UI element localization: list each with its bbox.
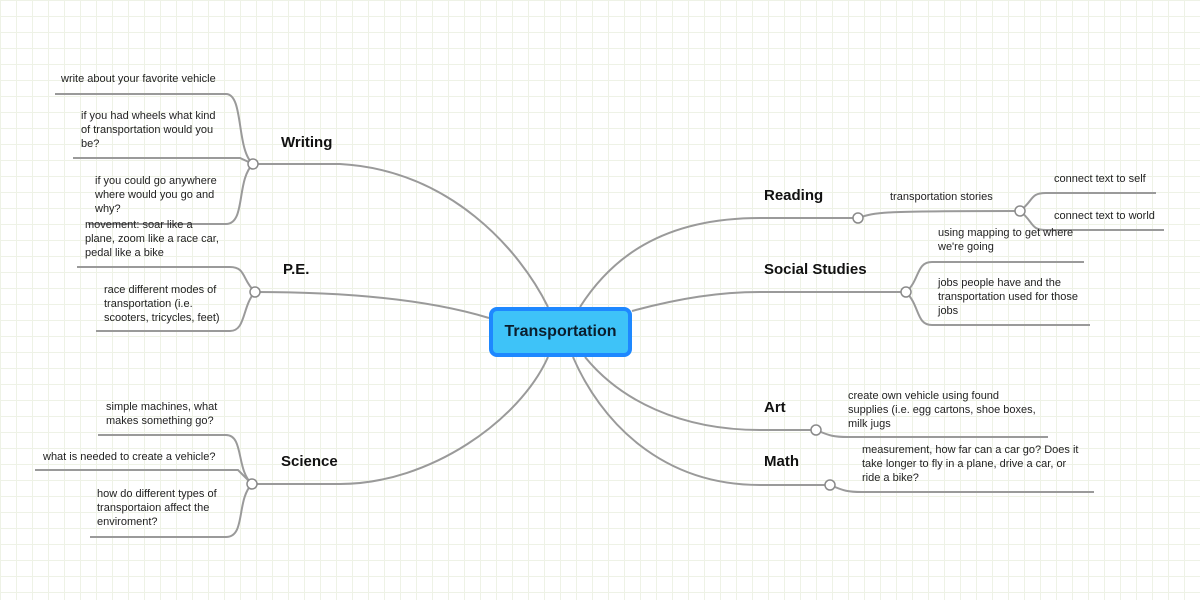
leaf-pe-2[interactable]: race different modes of transportation (… [104, 284, 220, 324]
leaf-pe-1[interactable]: movement: soar like a plane, zoom like a… [85, 219, 222, 259]
branch-label-art[interactable]: Art [764, 399, 786, 416]
leaf-math-1[interactable]: measurement, how far can a car go? Does … [862, 444, 1082, 484]
edge-science-leaf-3 [90, 483, 253, 538]
central-topic-label: Transportation [504, 323, 617, 340]
leaf-writing-2[interactable]: if you had wheels what kind of transport… [81, 110, 219, 150]
edge-art [584, 356, 816, 431]
edge-science-leaf-2 [35, 469, 253, 485]
edge-writing-leaf-1 [55, 93, 254, 165]
branch-label-writing[interactable]: Writing [281, 134, 332, 151]
leaf-labels: write about your favorite vehicle if you… [42, 73, 1155, 528]
edge-pe-leaf-2 [96, 291, 256, 332]
edge-writing [253, 163, 549, 308]
edge-reading-sub [857, 210, 1021, 219]
edge-writing-leaf-2 [73, 157, 254, 165]
leaf-social-2[interactable]: jobs people have and the transportation … [937, 277, 1081, 317]
branch-label-science[interactable]: Science [281, 453, 338, 470]
leaf-science-3[interactable]: how do different types of transportaion … [97, 488, 220, 528]
branch-label-reading[interactable]: Reading [764, 187, 823, 204]
branch-label-math[interactable]: Math [764, 453, 799, 470]
edge-reading [579, 217, 858, 308]
branch-label-pe[interactable]: P.E. [283, 261, 309, 278]
leaf-writing-3[interactable]: if you could go anywhere where would you… [94, 175, 220, 215]
leaf-art-1[interactable]: create own vehicle using found supplies … [848, 390, 1039, 430]
central-topic-node[interactable]: Transportation [489, 307, 632, 357]
edge-social-leaf-2 [905, 291, 1090, 326]
leaf-reading-sub[interactable]: transportation stories [890, 191, 993, 203]
knob-reading[interactable] [852, 212, 864, 224]
knob-math[interactable] [824, 479, 836, 491]
knob-social-studies[interactable] [900, 286, 912, 298]
edge-science [252, 356, 549, 485]
edge-math-leaf-1 [829, 484, 1094, 493]
branch-edges [252, 163, 906, 486]
edge-math [572, 356, 830, 486]
leaf-social-1[interactable]: using mapping to get where we're going [937, 227, 1076, 253]
edge-art-leaf-1 [815, 429, 1048, 438]
branch-labels: Writing P.E. Science Reading Social Stud… [281, 134, 867, 470]
leaf-reading-2[interactable]: connect text to world [1054, 210, 1155, 222]
leaf-science-1[interactable]: simple machines, what makes something go… [106, 401, 220, 427]
leaf-science-2[interactable]: what is needed to create a vehicle? [42, 451, 215, 463]
junction-knobs [246, 158, 1026, 491]
leaf-writing-1[interactable]: write about your favorite vehicle [60, 73, 216, 85]
branch-label-social-studies[interactable]: Social Studies [764, 261, 867, 278]
knob-pe[interactable] [249, 286, 261, 298]
knob-writing[interactable] [247, 158, 259, 170]
edge-social-studies [631, 291, 906, 312]
edge-pe [254, 291, 490, 319]
edge-reading-leaf-1 [1019, 192, 1156, 212]
knob-art[interactable] [810, 424, 822, 436]
leaf-reading-1[interactable]: connect text to self [1054, 173, 1147, 185]
edge-writing-leaf-3 [88, 163, 254, 225]
knob-science[interactable] [246, 478, 258, 490]
knob-reading-sub[interactable] [1014, 205, 1026, 217]
